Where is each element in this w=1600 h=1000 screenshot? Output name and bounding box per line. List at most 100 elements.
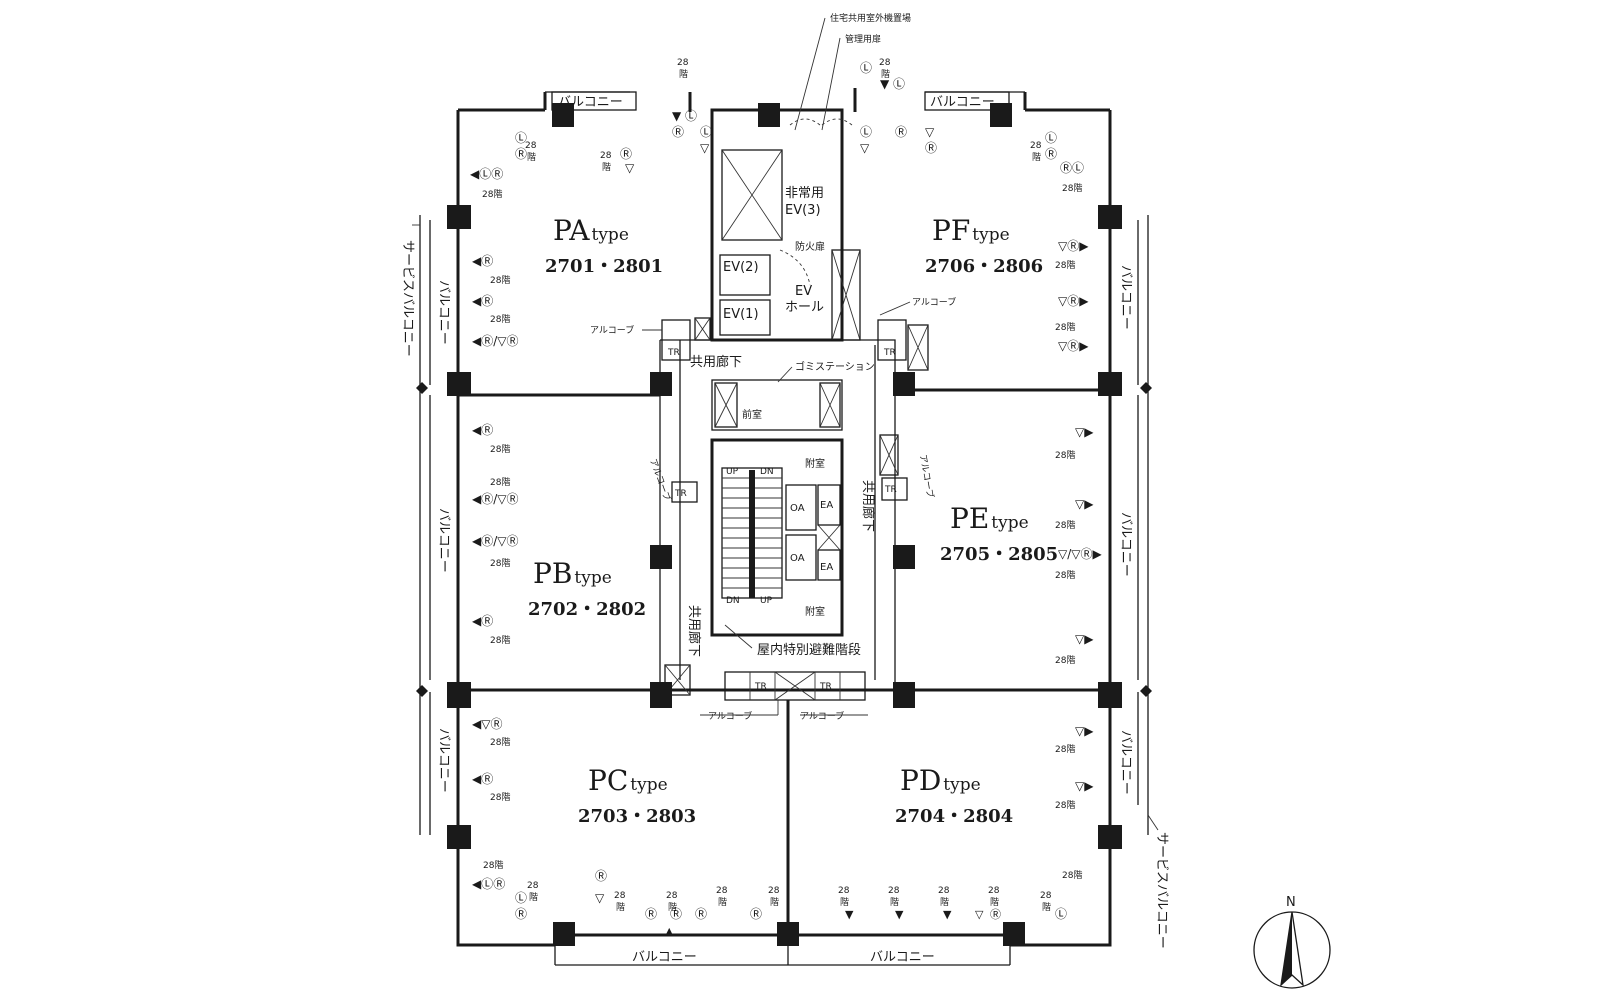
svg-text:Ⓡ: Ⓡ <box>990 908 1001 921</box>
column <box>1098 825 1122 849</box>
svg-text:◀Ⓡ/▽Ⓡ: ◀Ⓡ/▽Ⓡ <box>472 334 519 348</box>
svg-text:OA: OA <box>790 503 805 514</box>
svg-text:ゴミステーション: ゴミステーション <box>795 360 875 373</box>
svg-text:28階: 28階 <box>1055 260 1075 271</box>
svg-text:Ⓛ: Ⓛ <box>515 131 527 145</box>
svg-text:Ⓡ: Ⓡ <box>620 147 632 161</box>
service-balcony-label: サービスバルコニー <box>400 240 415 357</box>
core-block <box>659 108 929 701</box>
svg-text:28: 28 <box>838 886 850 896</box>
svg-text:TR: TR <box>754 682 767 692</box>
svg-text:ホール: ホール <box>785 300 824 315</box>
column <box>650 682 672 708</box>
svg-text:▽▶: ▽▶ <box>1075 632 1094 646</box>
svg-text:28: 28 <box>614 891 626 901</box>
svg-text:TR: TR <box>819 682 832 692</box>
svg-text:階: 階 <box>668 902 677 913</box>
svg-text:アルコーブ: アルコーブ <box>917 453 936 499</box>
balcony-label: バルコニー <box>930 95 995 110</box>
column <box>447 825 471 849</box>
balcony-label: バルコニー <box>436 280 451 345</box>
svg-text:▽▶: ▽▶ <box>1075 779 1094 793</box>
svg-text:28階: 28階 <box>490 737 510 748</box>
svg-text:▽/▽Ⓡ▶: ▽/▽Ⓡ▶ <box>1058 547 1103 561</box>
svg-text:EA: EA <box>820 562 833 573</box>
column <box>777 922 799 946</box>
svg-text:◀Ⓡ: ◀Ⓡ <box>472 254 493 268</box>
svg-text:◀ⓁⓇ: ◀ⓁⓇ <box>470 167 503 181</box>
column <box>893 372 915 396</box>
svg-text:2703・2803: 2703・2803 <box>578 806 696 827</box>
svg-text:共用廊下: 共用廊下 <box>690 354 742 370</box>
svg-text:DN: DN <box>760 467 774 477</box>
svg-text:UP: UP <box>760 596 773 606</box>
svg-text:28階: 28階 <box>1062 183 1082 194</box>
svg-text:28階: 28階 <box>490 635 510 646</box>
svg-text:28階: 28階 <box>1055 744 1075 755</box>
svg-text:28: 28 <box>988 886 1000 896</box>
structural-columns <box>416 103 1152 946</box>
balcony-label: バルコニー <box>1118 730 1133 795</box>
svg-text:Ⓛ: Ⓛ <box>515 891 527 905</box>
svg-text:前室: 前室 <box>742 408 762 421</box>
svg-text:TR: TR <box>883 348 896 358</box>
svg-text:N: N <box>1286 895 1296 910</box>
svg-text:28: 28 <box>879 58 891 68</box>
outlet-symbols: ▼ ⓁⓇ Ⓛ▽ ⓁⓇ Ⓡ▽ ◀ⓁⓇ ◀Ⓡ ◀Ⓡ ◀Ⓡ/▽Ⓡ ◀Ⓡ ◀Ⓡ/▽Ⓡ ◀… <box>470 61 1103 921</box>
svg-text:階: 階 <box>770 897 779 908</box>
svg-text:EV(3): EV(3) <box>785 203 821 218</box>
svg-text:28階: 28階 <box>490 558 510 569</box>
service-balcony-label: サービスバルコニー <box>1154 832 1169 949</box>
outer-walls <box>419 88 1149 966</box>
balcony-label: バルコニー <box>632 950 697 965</box>
svg-text:28階: 28階 <box>482 189 502 200</box>
column <box>1003 922 1025 946</box>
svg-text:Ⓛ: Ⓛ <box>1055 907 1067 921</box>
svg-text:28階: 28階 <box>490 275 510 286</box>
svg-text:28: 28 <box>768 886 780 896</box>
svg-text:◀▽Ⓡ: ◀▽Ⓡ <box>472 717 502 731</box>
svg-text:28: 28 <box>677 58 689 68</box>
svg-text:DN: DN <box>726 596 740 606</box>
svg-text:28階: 28階 <box>1055 322 1075 333</box>
svg-text:防火扉: 防火扉 <box>795 240 825 253</box>
svg-text:EA: EA <box>820 500 833 511</box>
svg-text:28: 28 <box>888 886 900 896</box>
svg-text:Ⓡ: Ⓡ <box>695 907 707 921</box>
svg-text:EV: EV <box>795 284 812 299</box>
svg-text:Ⓡ: Ⓡ <box>1045 147 1057 161</box>
column <box>893 682 915 708</box>
svg-text:共用廊下: 共用廊下 <box>860 480 876 532</box>
svg-text:管理用扉: 管理用扉 <box>845 33 881 45</box>
column <box>650 372 672 396</box>
column <box>758 103 780 127</box>
svg-text:◀Ⓡ/▽Ⓡ: ◀Ⓡ/▽Ⓡ <box>472 492 519 506</box>
svg-text:アルコーブ: アルコーブ <box>800 710 844 722</box>
svg-text:2702・2802: 2702・2802 <box>528 599 646 620</box>
svg-text:▽: ▽ <box>975 908 984 921</box>
svg-text:階: 階 <box>1042 902 1051 913</box>
svg-text:▽: ▽ <box>925 125 935 139</box>
svg-text:28階: 28階 <box>490 792 510 803</box>
svg-text:▼: ▼ <box>895 908 904 921</box>
balcony-labels: バルコニー バルコニー バルコニー バルコニー バルコニー バルコニー バルコニ… <box>400 91 1169 965</box>
column <box>447 682 471 708</box>
svg-text:▽: ▽ <box>700 141 710 155</box>
svg-text:▽Ⓡ▶: ▽Ⓡ▶ <box>1058 294 1089 308</box>
svg-text:階: 階 <box>890 897 899 908</box>
svg-text:28階: 28階 <box>1055 520 1075 531</box>
svg-text:28: 28 <box>666 891 678 901</box>
svg-text:ⓇⓁ: ⓇⓁ <box>1060 161 1084 175</box>
svg-text:28階: 28階 <box>1055 655 1075 666</box>
unit-walls <box>458 388 1110 935</box>
svg-text:▼: ▼ <box>943 908 952 921</box>
svg-text:28階: 28階 <box>490 444 510 455</box>
svg-text:▽: ▽ <box>860 141 870 155</box>
south-outlet-ticks: ▲ ▼ ▼ ▼ ▽ Ⓡ <box>665 908 1001 938</box>
